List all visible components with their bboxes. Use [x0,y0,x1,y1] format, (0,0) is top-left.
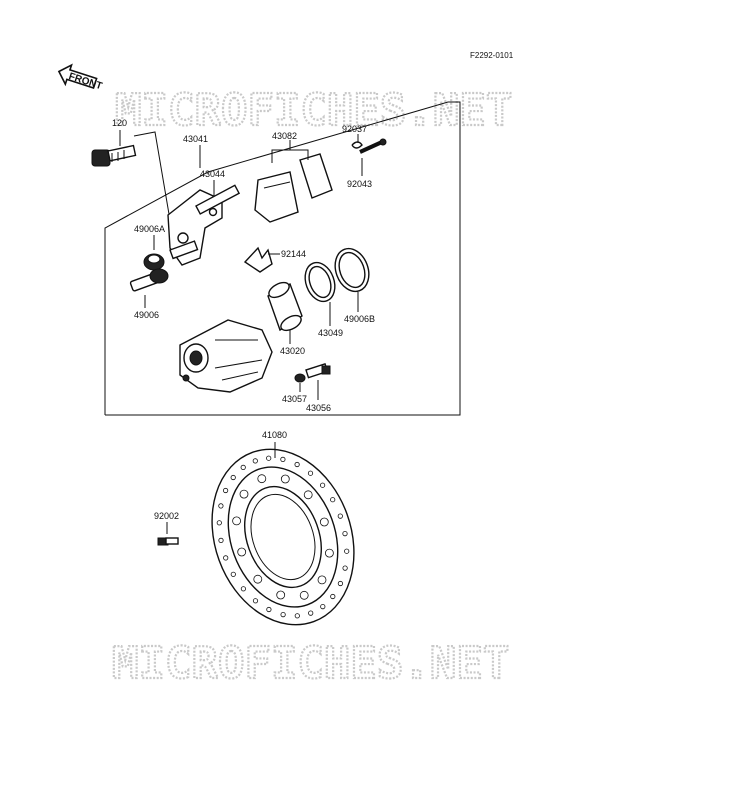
disc-hole [223,487,229,494]
disc-hole [320,603,326,610]
disc-hole [252,458,258,464]
label-43020: 43020 [280,346,305,356]
caliper-bracket-43041 [167,184,241,266]
disc-hole [342,530,348,537]
disc-hole [308,610,314,616]
label-92144: 92144 [281,249,306,259]
disc-hole [218,503,224,509]
disc-hole [294,461,300,468]
disc-hole [280,474,290,484]
cap-43057 [294,373,306,383]
front-arrow-icon: FRONT [57,63,103,92]
label-92037: 92037 [342,124,367,134]
disc-hole [232,516,242,526]
disc-hole [218,537,224,544]
disc-hole [317,575,327,585]
pad-pin-92043 [359,138,387,154]
disc-hole [237,547,247,557]
bolt-92002 [157,537,179,546]
disc-hole [223,555,229,561]
disc-hole [266,606,272,613]
disc-hole [216,520,222,526]
disc-hole [319,482,326,488]
caliper-body [179,319,273,393]
disc-hole [253,574,263,584]
disc-hole [303,490,313,500]
label-120: 120 [112,118,127,128]
disc-hole [307,470,314,476]
disc-hole [276,590,286,600]
disc-hole [337,513,343,519]
label-43082: 43082 [272,131,297,141]
bleeder-valve-43056 [305,362,331,379]
watermark-bottom: MICROFICHES.NET [112,638,509,689]
spring-92144 [243,246,273,273]
disc-hole [239,489,249,499]
bolt-120 [91,144,137,167]
label-43056: 43056 [306,403,331,413]
label-43041: 43041 [183,134,208,144]
disc-hole [344,548,350,554]
disc-hole [266,455,272,461]
label-43049: 43049 [318,328,343,338]
seal-43049 [304,261,336,303]
disc-holes [216,455,350,619]
label-49006: 49006 [134,310,159,320]
disc-hole [230,571,236,577]
disc-hole [319,517,329,527]
label-49006a: 49006A [134,224,165,234]
label-92002: 92002 [154,511,179,521]
piston-43020 [267,281,303,332]
disc-hole [240,586,246,592]
boot-49006a [143,253,165,271]
label-92043: 92043 [347,179,372,189]
brake-pads-43082 [254,153,333,223]
assembly-outline [104,101,461,416]
disc-hole [230,474,236,481]
seal-49006b [334,247,370,293]
disc-hole [280,611,286,618]
disc-hole [337,580,343,587]
clip-92037 [351,141,363,149]
label-41080: 41080 [262,430,287,440]
disc-hole [330,497,336,503]
disc-hole [324,548,334,558]
disc-hole [342,565,348,571]
disc-hole [257,474,267,484]
watermark-top: MICROFICHES.NET [115,85,512,136]
diagram-reference: F2292-0101 [470,51,514,60]
label-43057: 43057 [282,394,307,404]
disc-hole [240,464,246,470]
pin-49006 [129,268,169,292]
label-43044: 43044 [200,169,225,179]
disc-hole [252,598,259,604]
disc-hole [294,613,300,619]
disc-hole [280,456,286,462]
label-49006b: 49006B [344,314,375,324]
disc-hole [299,590,309,600]
disc-hole [330,593,336,600]
